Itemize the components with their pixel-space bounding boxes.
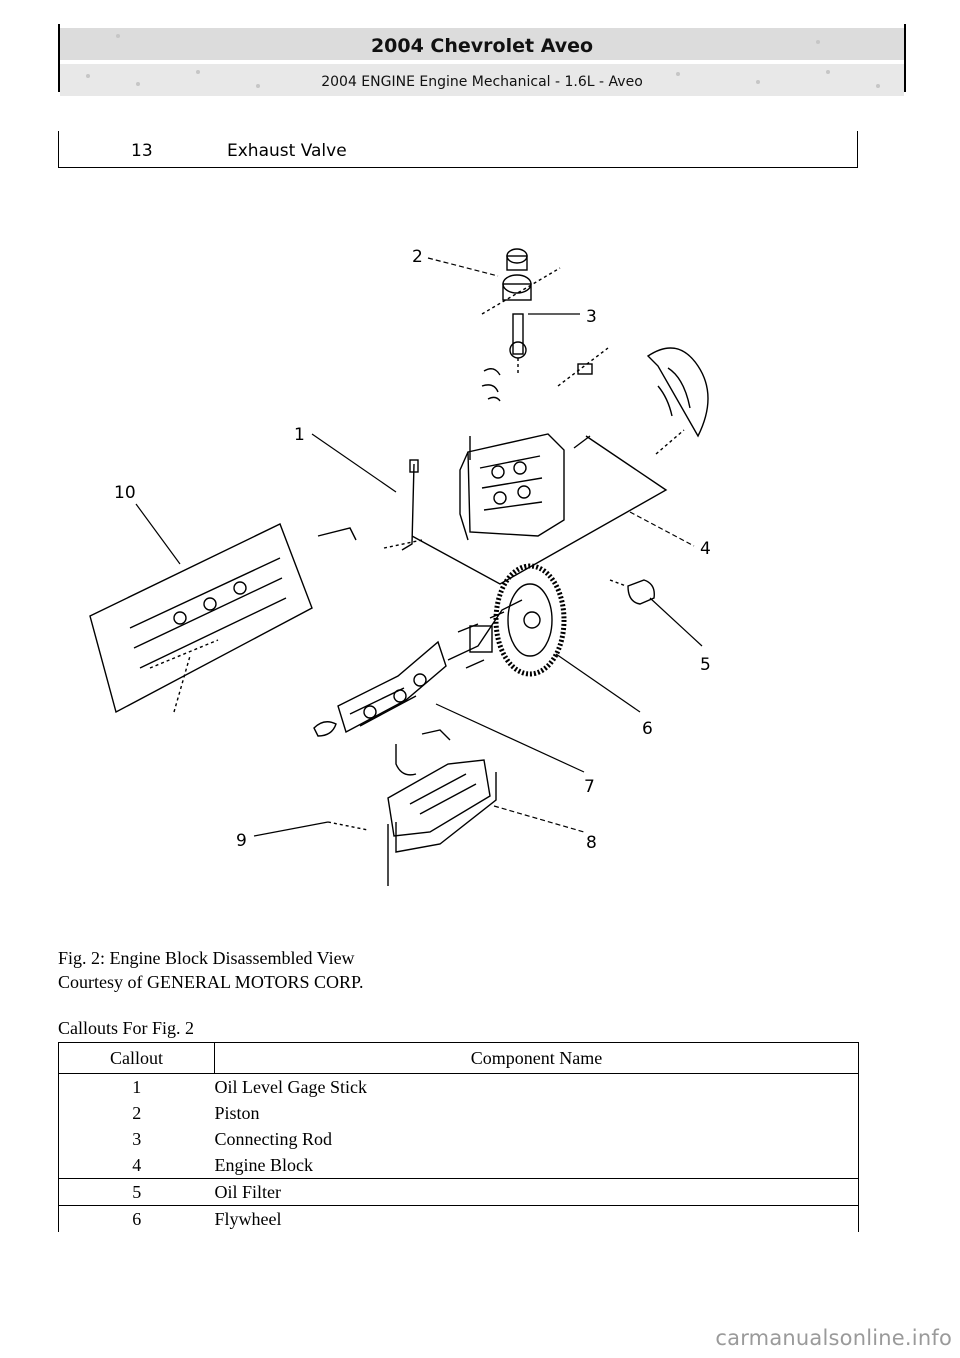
table-row: 2 Piston [58,1100,859,1126]
cell-name: Piston [214,1100,859,1126]
cell-name: Connecting Rod [214,1126,859,1152]
table-row: 5 Oil Filter [58,1178,859,1206]
cell-name: Oil Level Gage Stick [214,1073,859,1100]
callout-label-5: 5 [700,655,711,675]
cell-callout: 1 [58,1073,215,1100]
callout-label-6: 6 [642,719,653,739]
cell-callout: 5 [58,1178,215,1206]
table-row: 4 Engine Block [58,1152,859,1179]
table-row: 6 Flywheel [58,1205,859,1232]
cell-name: Oil Filter [214,1178,859,1206]
caption-title: Fig. 2: Engine Block Disassembled View [58,948,355,968]
watermark: carmanualsonline.info [715,1326,952,1350]
callouts-title: Callouts For Fig. 2 [58,1018,195,1038]
callout-label-8: 8 [586,833,597,853]
caption-credit: Courtesy of GENERAL MOTORS CORP. [58,972,364,992]
page-header: 2004 Chevrolet Aveo 2004 ENGINE Engine M… [58,24,906,100]
table-row: 3 Connecting Rod [58,1126,859,1152]
callout-label-3: 3 [586,307,597,327]
header-component-name: Component Name [214,1042,859,1074]
previous-table-row: 13 Exhaust Valve [58,131,858,168]
callout-label-10: 10 [114,483,136,503]
row-callout: 13 [131,141,153,161]
header-left-edge [58,24,60,92]
callout-label-9: 9 [236,831,247,851]
header-callout: Callout [58,1042,215,1074]
cell-callout: 4 [58,1152,215,1179]
header-title: 2004 Chevrolet Aveo [370,35,594,57]
callouts-table: Callout Component Name 1 Oil Level Gage … [58,1042,859,1232]
header-background [60,28,904,96]
cell-name: Flywheel [214,1205,859,1232]
header-right-edge [904,24,906,92]
table-row: 1 Oil Level Gage Stick [58,1073,859,1100]
header-subtitle: 2004 ENGINE Engine Mechanical - 1.6L - A… [321,74,643,90]
table-header-row: Callout Component Name [58,1042,859,1074]
engine-block-diagram: 2 3 1 4 5 6 7 8 9 10 [89,247,711,886]
callout-label-4: 4 [700,539,711,559]
callout-label-7: 7 [584,777,595,797]
cell-name: Engine Block [214,1152,859,1179]
callout-label-1: 1 [294,425,305,445]
cell-callout: 3 [58,1126,215,1152]
callout-label-2: 2 [412,247,423,267]
figure-caption: Fig. 2: Engine Block Disassembled View C… [58,946,364,994]
row-name: Exhaust Valve [227,141,347,161]
cell-callout: 2 [58,1100,215,1126]
cell-callout: 6 [58,1205,215,1232]
